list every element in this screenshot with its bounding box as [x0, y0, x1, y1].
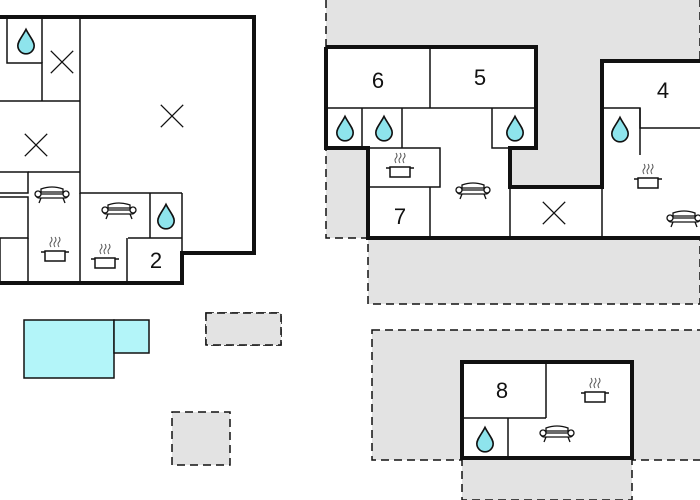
terrace-below-room-8: [461, 457, 633, 500]
water-drop-icon: [156, 203, 176, 230]
terrace-small-1b: [206, 313, 281, 345]
terrace-small-3: [171, 411, 231, 466]
bed-cross-icon: [160, 104, 184, 128]
room-number-4: 4: [657, 78, 669, 103]
bed-cross-icon: [24, 133, 48, 157]
left-building: [0, 15, 256, 285]
room-number-2: 2: [150, 248, 162, 273]
room-number-7: 7: [394, 204, 406, 229]
room-8-building: [460, 360, 634, 460]
cooking-pot-icon: [90, 243, 120, 269]
room-number-5: 5: [474, 65, 486, 90]
right-top-building: [324, 45, 700, 240]
swimming-pool: [23, 319, 150, 379]
cooking-pot-icon: [40, 236, 70, 262]
room-number-6: 6: [372, 68, 384, 93]
room-numbers: 2 6 5 4 7 8: [150, 65, 669, 403]
water-drop-icon: [16, 28, 36, 55]
sofa-icon: [34, 186, 70, 204]
bed-cross-icon: [50, 50, 74, 74]
building-interiors: [326, 47, 700, 458]
sofa-icon: [101, 202, 137, 220]
room-number-8: 8: [496, 378, 508, 403]
